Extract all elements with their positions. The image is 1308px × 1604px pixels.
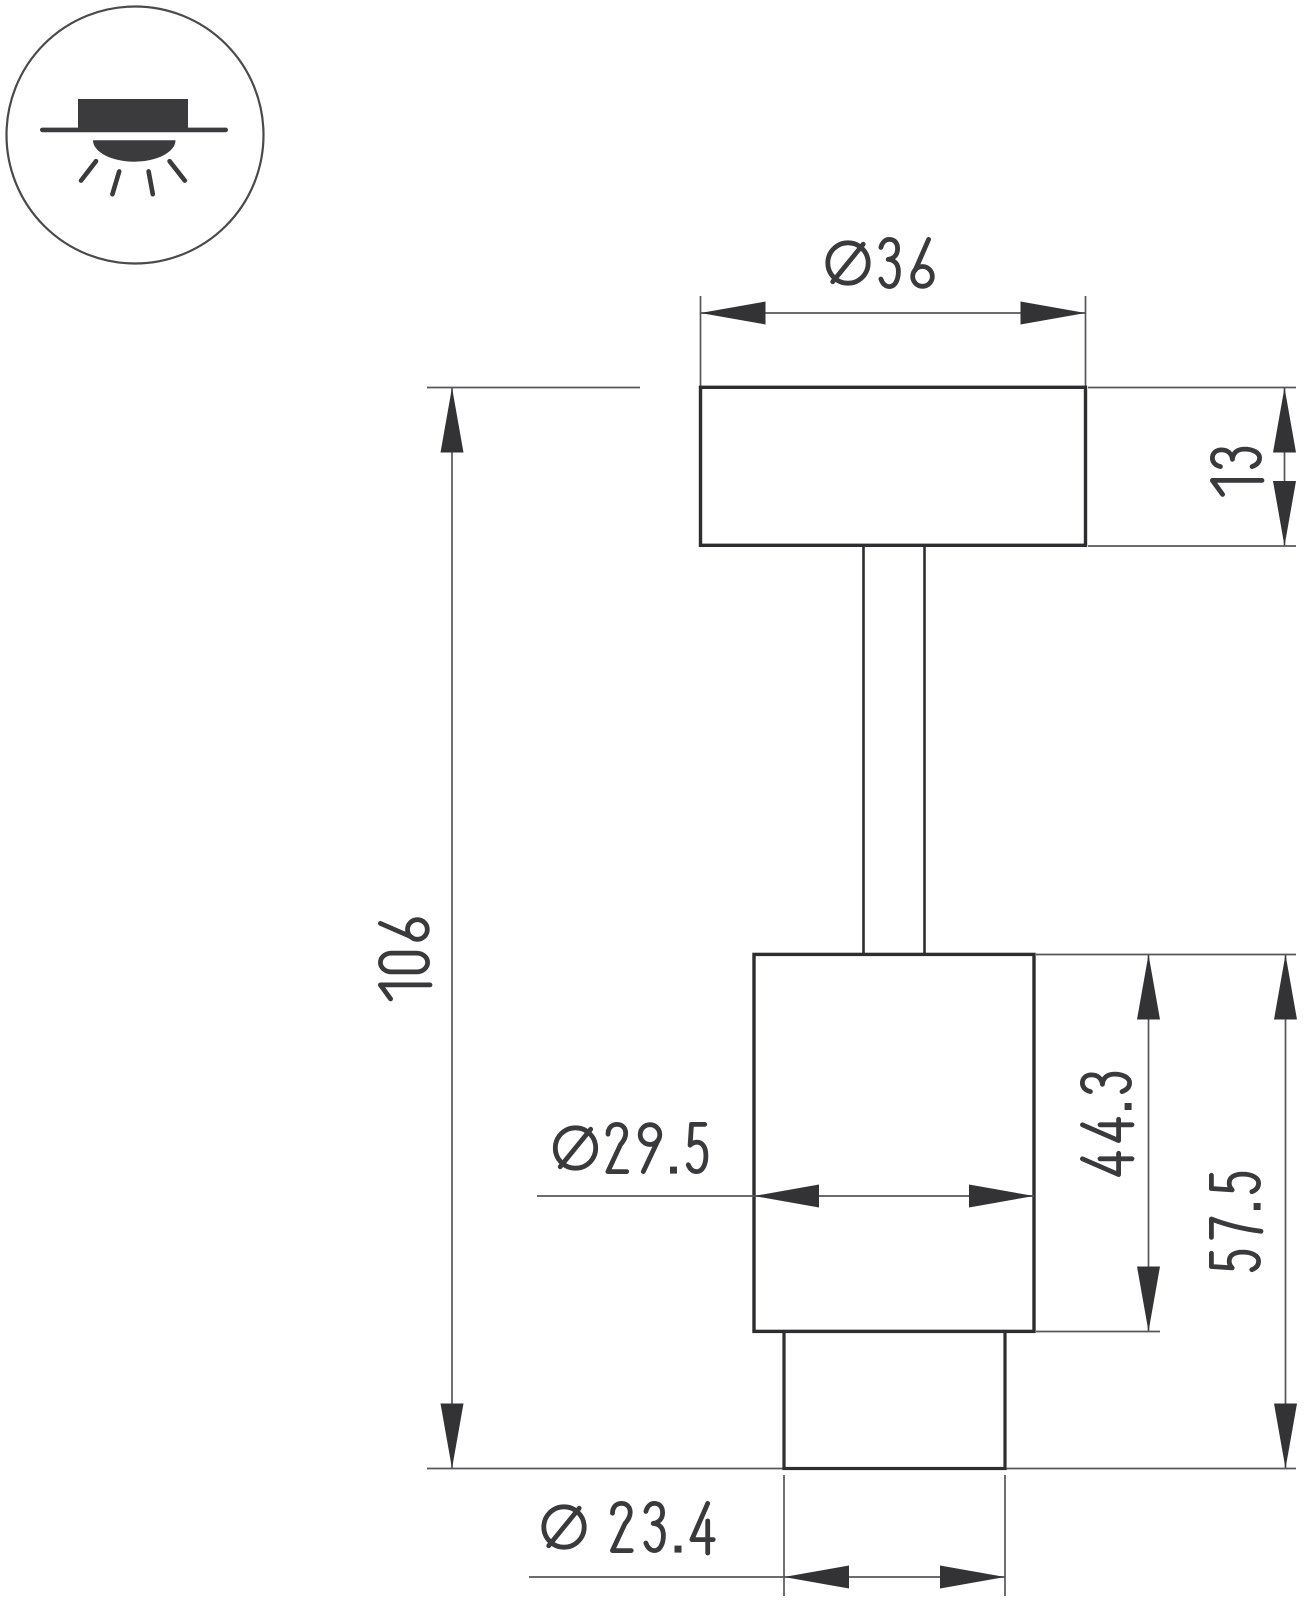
dimension-arrowheads: [440, 301, 1297, 1589]
arrow-cap-height-bottom: [1273, 481, 1296, 546]
mounting-type-icon: [5, 5, 265, 265]
arrow-bottom-diameter-right: [940, 1565, 1005, 1589]
arrow-body-height-bottom: [1137, 1266, 1160, 1332]
icon-circle-border: [5, 5, 265, 265]
icon-ceiling-line: [40, 127, 228, 133]
arrow-overall-bottom: [440, 1403, 464, 1469]
fixture-body: [752, 952, 1036, 1334]
fixture-bottom-cylinder: [782, 1329, 1007, 1471]
arrow-body-diameter-right: [969, 1184, 1034, 1208]
icon-lamp-housing: [78, 99, 188, 129]
dim-label-cap-height: [1210, 446, 1265, 497]
icon-ray-1: [78, 158, 99, 183]
dim-label-bottom-diameter: [541, 1501, 716, 1556]
dim-label-body-diameter: [552, 1122, 709, 1174]
arrow-body-total-top: [1274, 954, 1297, 1020]
fixture-stem: [862, 543, 926, 957]
arrow-body-total-bottom: [1274, 1403, 1297, 1469]
fixture-top-cap: [698, 385, 1088, 547]
arrow-cap-diameter-left: [700, 301, 766, 325]
icon-light-dome: [93, 140, 176, 162]
dimension-labels: [378, 237, 1265, 1556]
icon-ray-2: [110, 169, 122, 197]
luminaire-outline: [698, 385, 1088, 1471]
icon-ray-4: [167, 158, 188, 183]
dim-label-overall-height: [378, 917, 433, 1002]
surface-ceiling-light-icon: [40, 99, 228, 197]
dim-label-cap-diameter: [825, 237, 935, 289]
arrow-overall-top: [440, 387, 464, 453]
dim-label-body-height: [1080, 1071, 1135, 1178]
arrow-cap-diameter-right: [1020, 301, 1086, 325]
arrow-body-diameter-left: [754, 1184, 819, 1208]
icon-ray-3: [146, 169, 156, 197]
dim-label-body-total: [1209, 1171, 1264, 1273]
arrow-bottom-diameter-left: [784, 1565, 849, 1589]
arrow-cap-height-top: [1273, 387, 1296, 453]
icon-light-rays: [78, 158, 188, 197]
arrow-body-height-top: [1137, 954, 1160, 1020]
